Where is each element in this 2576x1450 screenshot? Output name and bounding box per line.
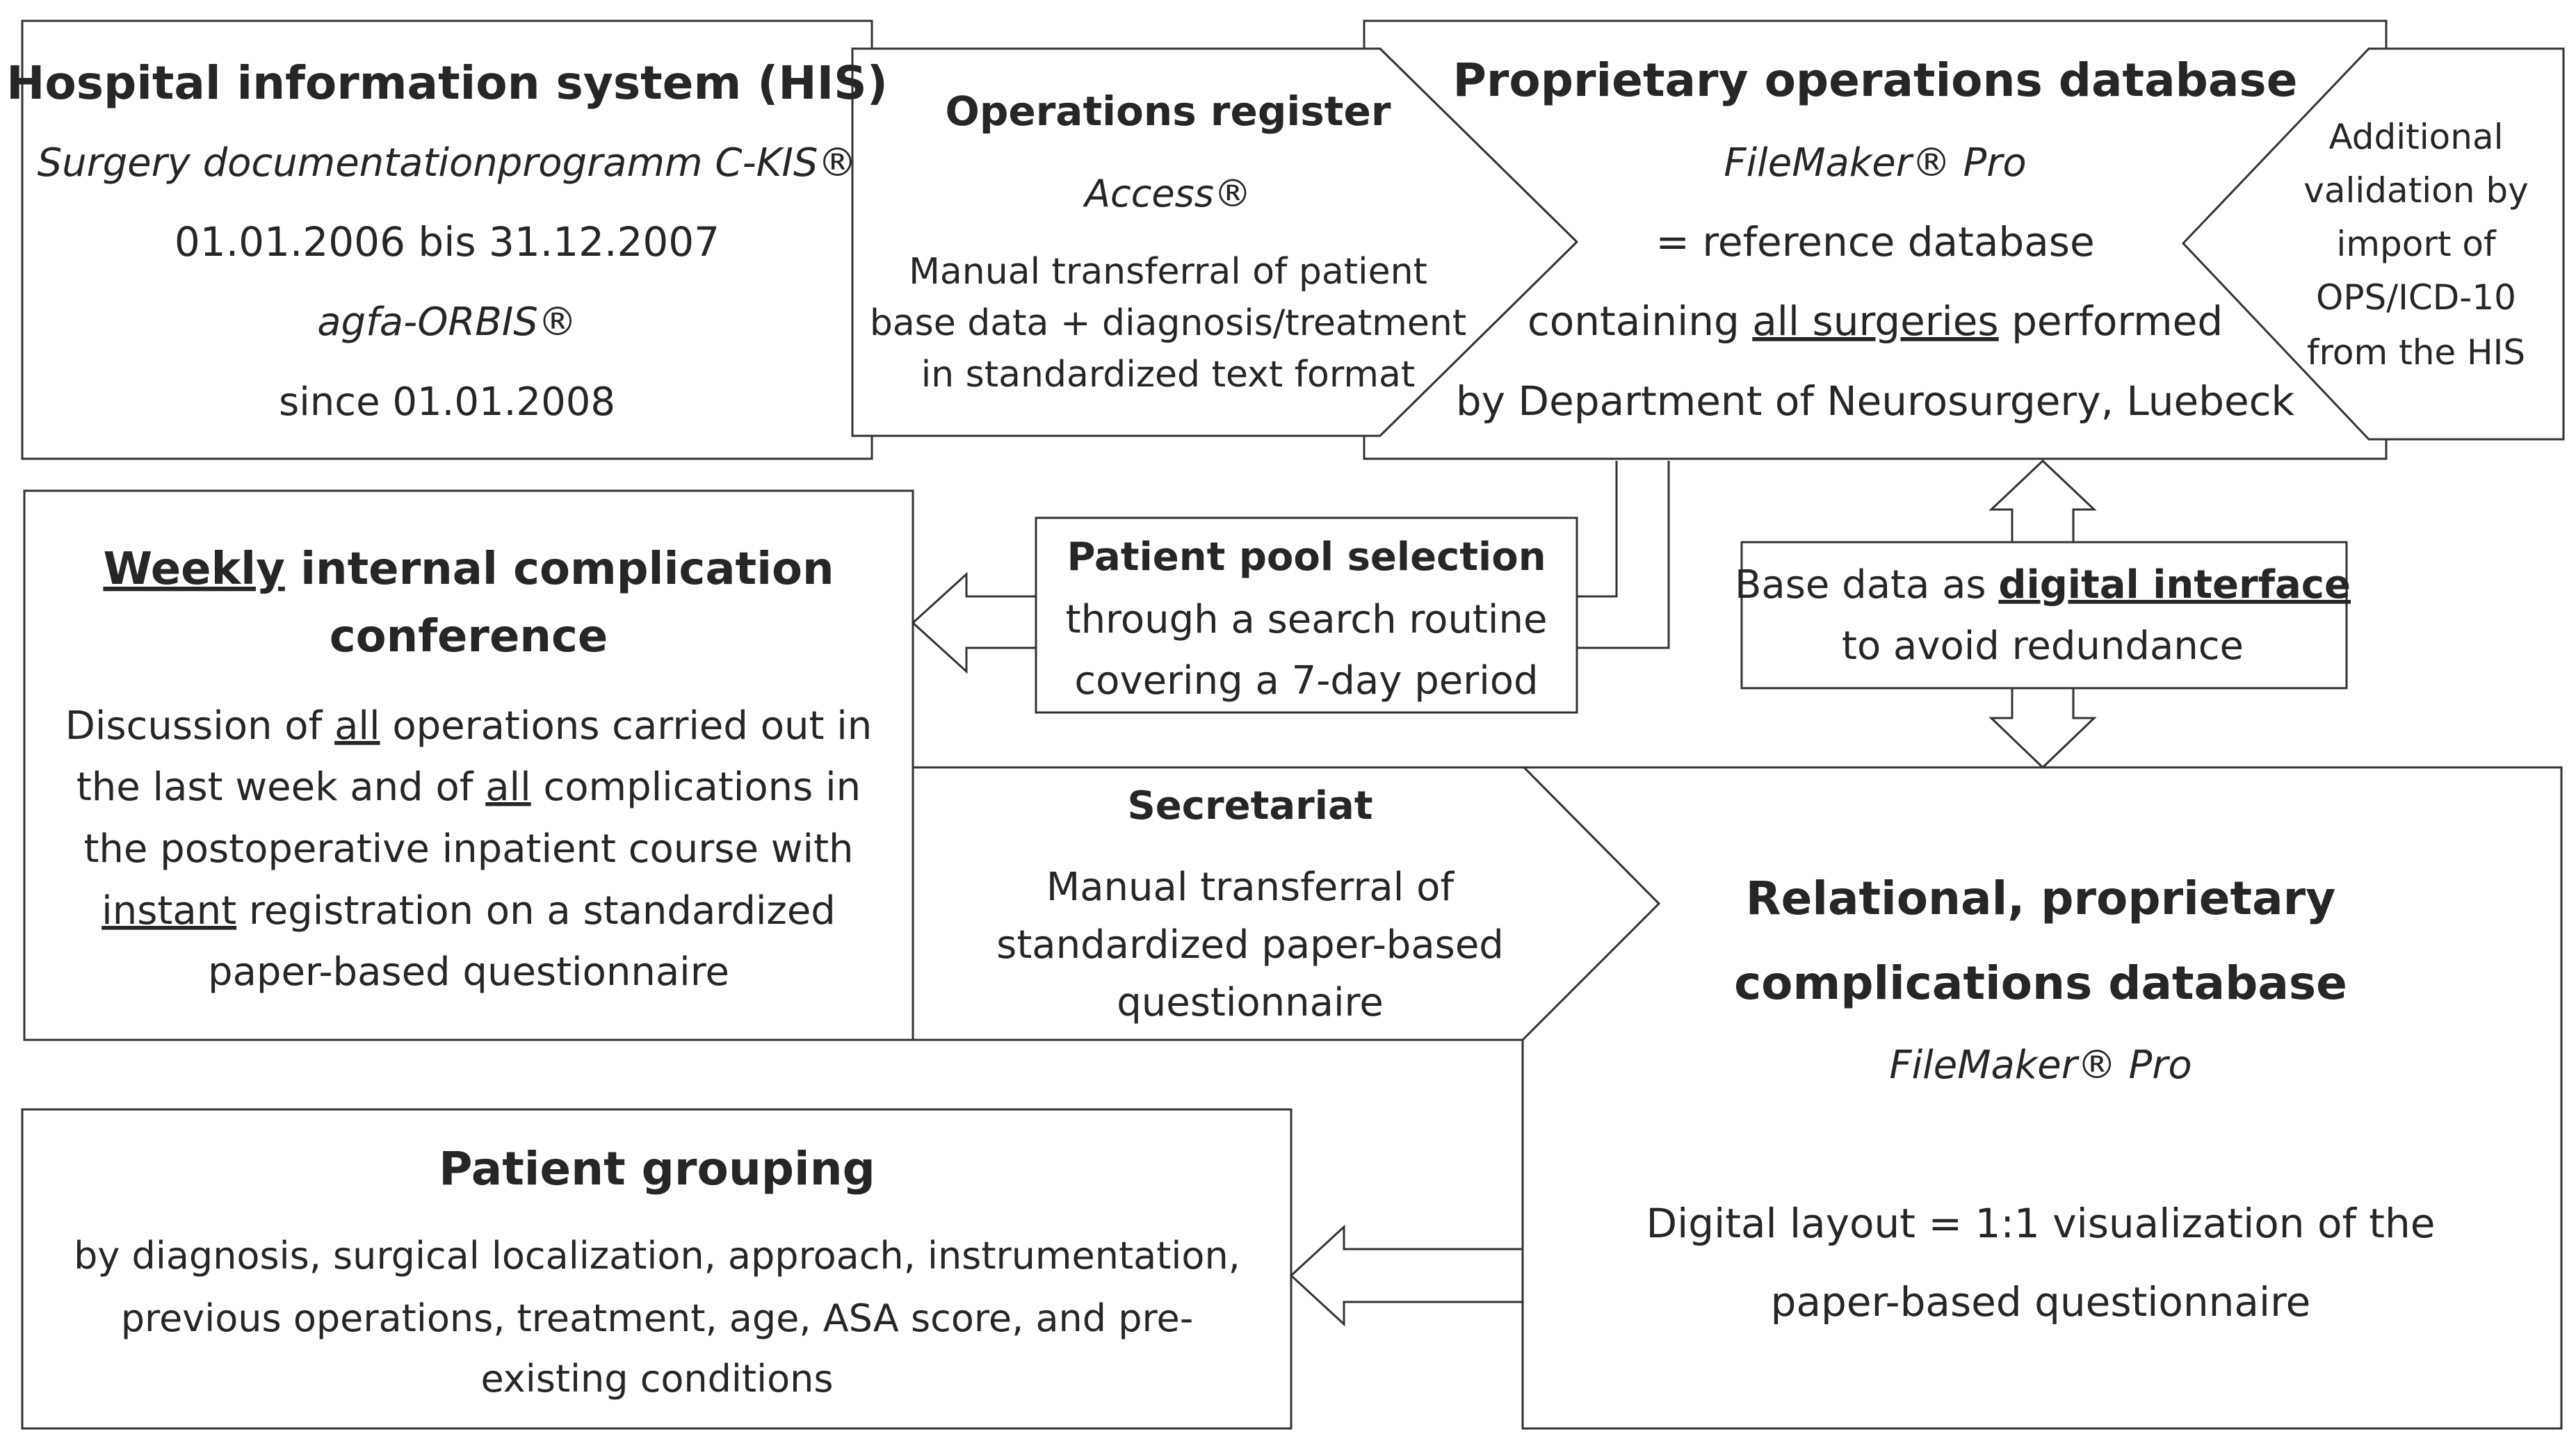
register-line-1: Manual transferral of patient (909, 251, 1427, 293)
conference-box (23, 489, 914, 1041)
interface-line-1-pre: Base data as (1735, 562, 1998, 608)
pool-arrow (911, 571, 1037, 674)
comp-db-title-1: Relational, proprietary (1746, 872, 2335, 925)
pool-line-1: through a search routine (1066, 597, 1548, 642)
comp-db-box (1521, 766, 2563, 1430)
his-period-1: 01.01.2006 bis 31.12.2007 (175, 218, 720, 266)
conference-line-1: Discussion of all operations carried out… (65, 703, 873, 749)
conference-line-2-pre: the last week and of (76, 765, 485, 810)
conference-line-5: paper-based questionnaire (208, 950, 729, 995)
his-system-italic: agfa (317, 300, 403, 345)
grouping-line-3: existing conditions (480, 1357, 833, 1401)
validation-line-4: OPS/ICD-10 (2316, 277, 2516, 318)
comp-db-software: FileMaker® Pro (1889, 1043, 2192, 1088)
interface-line-1: Base data as digital interface (1735, 562, 2351, 608)
his-system-rest: -ORBIS® (403, 300, 577, 345)
interface-line-2: to avoid redundance (1842, 624, 2244, 669)
conference-line-1-post: operations carried out in (380, 703, 873, 749)
secretariat-line-2: standardized paper-based (996, 922, 1504, 968)
pool-title: Patient pool selection (1067, 535, 1546, 580)
comp-db-line-1: Digital layout = 1:1 visualization of th… (1646, 1200, 2436, 1247)
conference-line-4-post: registration on a standardized (236, 888, 836, 934)
conference-line-4: instant registration on a standardized (102, 888, 836, 934)
register-line-2: base data + diagnosis/treatment (870, 302, 1466, 344)
ops-db-line-2-pre: containing (1528, 298, 1752, 345)
his-program: Surgery documentationprogramm C-KIS® (38, 140, 857, 186)
conference-line-1-pre: Discussion of (65, 703, 334, 749)
validation-line-2: validation by (2303, 170, 2528, 211)
his-period-2: since 01.01.2008 (279, 380, 615, 425)
his-box (21, 19, 873, 460)
validation-line-5: from the HIS (2307, 332, 2525, 373)
interface-line-1-underlined: digital interface (1998, 562, 2351, 608)
comp-db-title-2: complications database (1734, 956, 2347, 1010)
his-title: Hospital information system (HIS) (6, 56, 888, 110)
ops-db-title: Proprietary operations database (1453, 54, 2298, 107)
grouping-line-1: by diagnosis, surgical localization, app… (74, 1234, 1240, 1278)
conference-line-3: the postoperative inpatient course with (83, 826, 853, 872)
conference-title-underlined: Weekly (103, 544, 284, 595)
his-system: agfa-ORBIS® (317, 300, 577, 345)
connector-line-outer (1577, 461, 1670, 649)
grouping-line-2: previous operations, treatment, age, ASA… (121, 1296, 1193, 1340)
register-software: Access® (1083, 172, 1251, 215)
ops-db-line-2-post: performed (1999, 298, 2223, 345)
ops-db-line-2-underlined: all surgeries (1752, 298, 1998, 345)
conference-line-4-underlined: instant (102, 888, 236, 934)
ops-db-line-2: containing all surgeries performed (1528, 298, 2223, 345)
connector-line (1577, 461, 1618, 598)
conference-line-2-post: complications in (531, 765, 861, 810)
grouping-box (21, 1108, 1293, 1430)
pool-box (1035, 516, 1578, 714)
conference-line-2-underlined: all (485, 765, 530, 810)
grouping-title: Patient grouping (439, 1142, 875, 1196)
secretariat-line-1: Manual transferral of (1046, 865, 1455, 910)
validation-line-1: Additional (2328, 117, 2503, 157)
ops-db-line-3: by Department of Neurosurgery, Luebeck (1456, 377, 2295, 425)
validation-chevron (2181, 47, 2565, 441)
conference-title-line-2: conference (330, 611, 608, 662)
validation-line-3: import of (2336, 224, 2497, 264)
comp-db-line-2: paper-based questionnaire (1771, 1278, 2311, 1326)
secretariat-title: Secretariat (1127, 783, 1372, 829)
conference-line-2: the last week and of all complications i… (76, 765, 861, 810)
register-line-3: in standardized text format (921, 354, 1416, 396)
conference-title-rest: internal complication (285, 544, 834, 595)
pool-line-2: covering a 7-day period (1074, 658, 1538, 703)
ops-db-line-1: = reference database (1655, 218, 2094, 266)
secretariat-line-3: questionnaire (1117, 980, 1384, 1025)
register-title: Operations register (946, 88, 1391, 135)
ops-db-software: FileMaker® Pro (1724, 140, 2026, 186)
interface-box (1740, 541, 2348, 690)
conference-title: Weekly internal complication (103, 544, 834, 595)
conference-line-1-underlined: all (334, 703, 380, 749)
grouping-arrow (1289, 1224, 1524, 1327)
